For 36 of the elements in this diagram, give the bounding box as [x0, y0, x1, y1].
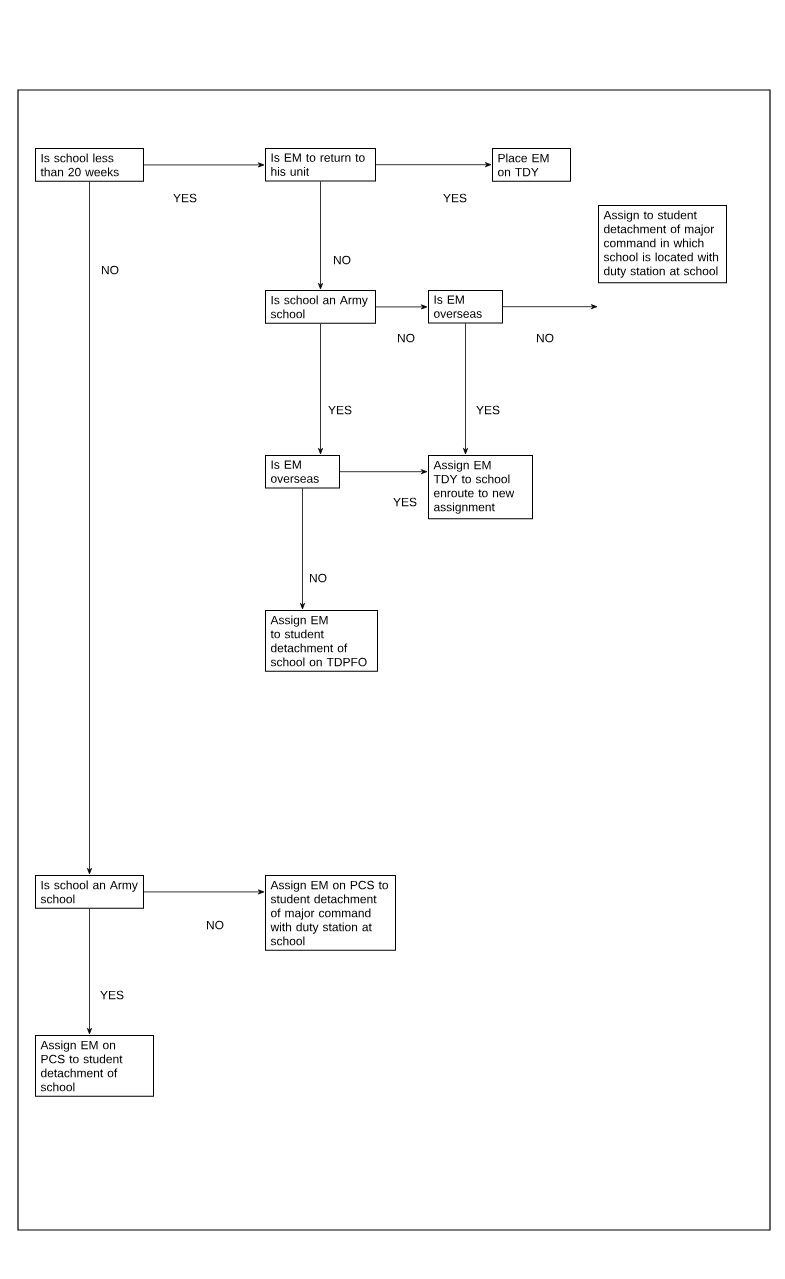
- edge-label: NO: [332, 254, 352, 266]
- process-box: Is EM overseas: [428, 290, 503, 324]
- edge-label: YES: [392, 496, 418, 508]
- process-box: Is school an Army school: [35, 875, 144, 909]
- arrow: [143, 162, 265, 168]
- arrow: [318, 323, 323, 455]
- process-box: Is EM overseas: [265, 455, 340, 489]
- process-box: Is school less than 20 weeks: [35, 148, 144, 182]
- edge-label: YES: [99, 989, 125, 1001]
- process-box: Is school an Army school: [265, 290, 376, 324]
- edge-label: NO: [308, 572, 328, 584]
- edge-label: NO: [205, 919, 225, 931]
- process-box: Is EM to return to his unit: [265, 148, 376, 182]
- arrow: [318, 181, 323, 290]
- edge-label: YES: [442, 192, 468, 204]
- edge-label: NO: [100, 264, 120, 276]
- arrow: [339, 469, 428, 475]
- arrow: [143, 889, 265, 895]
- arrow: [502, 304, 598, 310]
- process-box: Assign EM to student detachment of school on TDPFO: [265, 610, 378, 672]
- process-box: Assign EM on PCS to student detachment of school: [35, 1035, 154, 1097]
- edge-label: NO: [535, 332, 555, 344]
- arrow: [87, 181, 92, 875]
- arrow: [375, 162, 492, 168]
- edge-label: YES: [327, 404, 353, 416]
- edge-label: YES: [475, 404, 501, 416]
- edge-label: NO: [396, 332, 416, 344]
- process-box: Assign to student detachment of major command in which school is located with duty station at school: [598, 205, 727, 284]
- edge-label: YES: [172, 192, 198, 204]
- process-box: Assign EM TDY to school enroute to new assignment: [428, 455, 533, 520]
- arrow: [463, 323, 468, 455]
- arrow: [87, 908, 92, 1035]
- process-box: Assign EM on PCS to student detachment of major command with duty station at school: [265, 875, 396, 951]
- arrow: [300, 488, 305, 610]
- arrow: [375, 304, 428, 310]
- process-box: Place EM on TDY: [492, 148, 571, 182]
